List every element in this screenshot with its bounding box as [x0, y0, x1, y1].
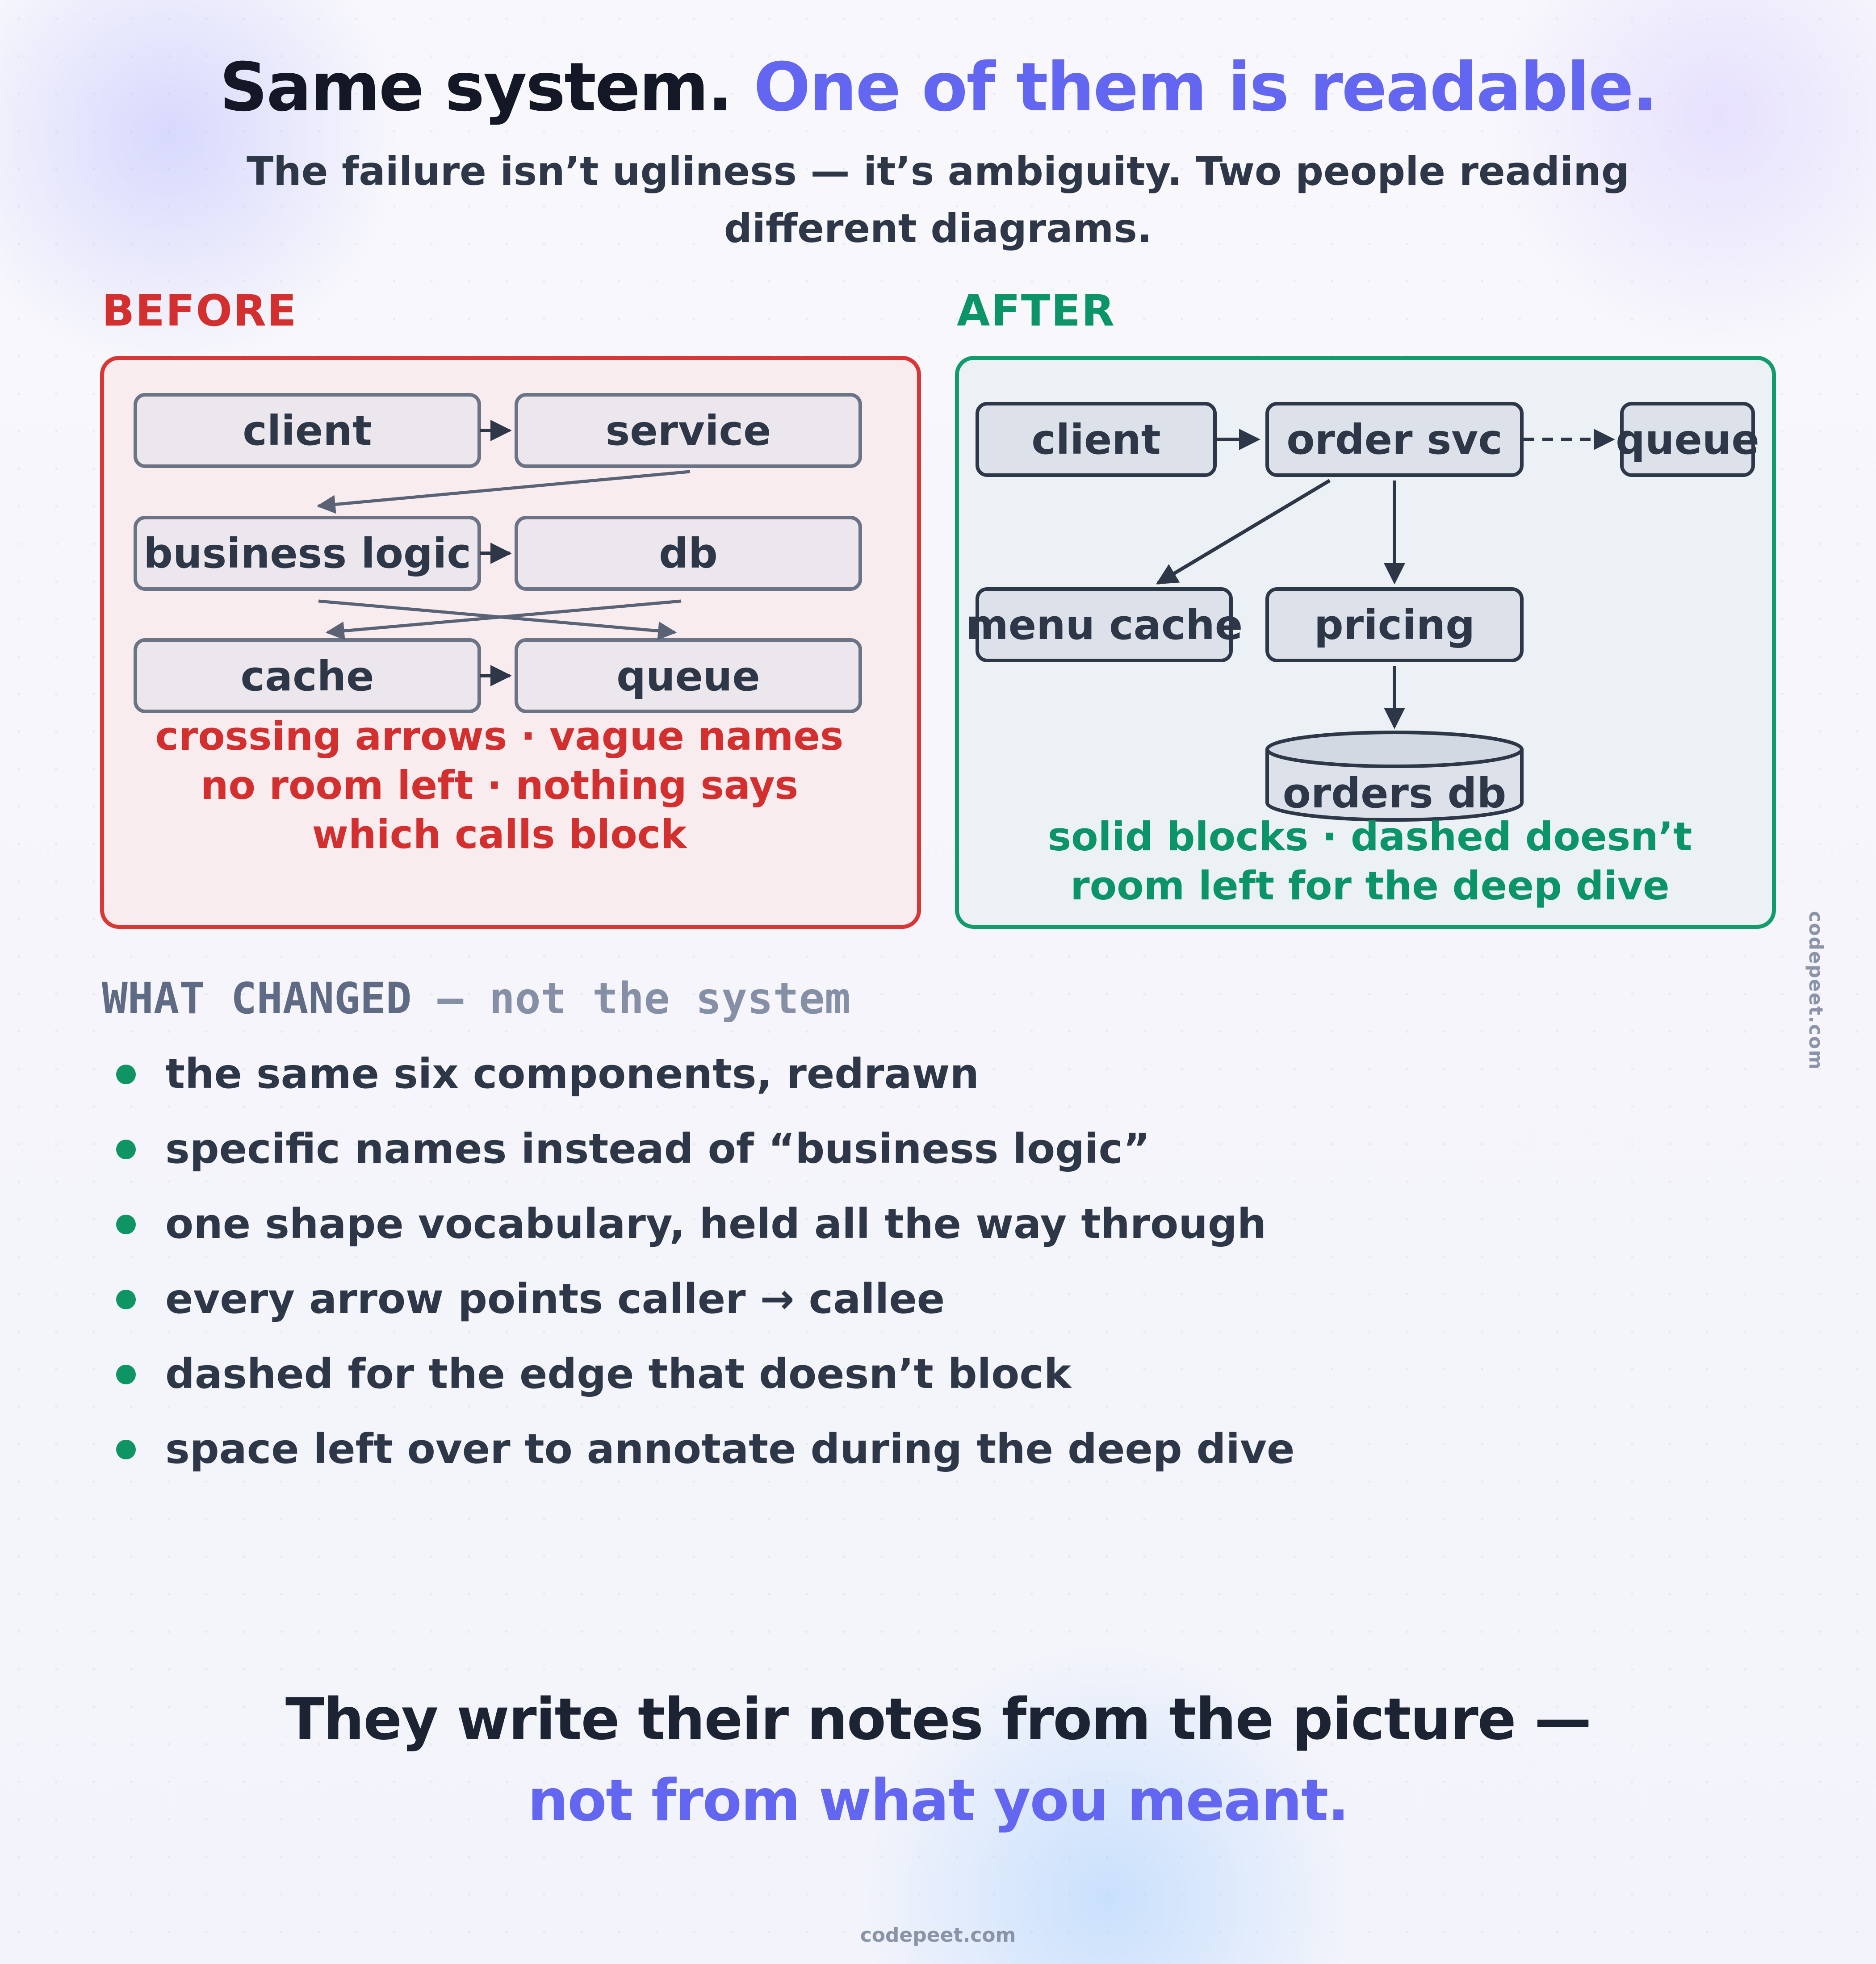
bullet-icon — [116, 1440, 136, 1459]
list-item: the same six components, redrawn — [112, 1045, 1294, 1120]
before-note-2: no room left · nothing says — [201, 762, 798, 808]
bullet-icon — [116, 1140, 136, 1159]
after-node-client-label: client — [1031, 416, 1160, 464]
title-part-2: One of them is readable. — [754, 49, 1658, 126]
before-label: BEFORE — [102, 286, 297, 336]
page-subtitle: The failure isn’t ugliness — it’s ambigu… — [247, 148, 1629, 251]
closing-statement: They write their notes from the picture … — [0, 1679, 1876, 1842]
after-node-orders-db: orders db — [1265, 731, 1524, 822]
before-node-db-label: db — [659, 530, 718, 577]
changes-heading: WHAT CHANGED — not the system — [102, 974, 850, 1024]
list-item-text: the same six components, redrawn — [165, 1050, 980, 1098]
before-note-3: which calls block — [312, 811, 688, 857]
after-panel: client order svc queue menu cache pricin… — [955, 356, 1776, 929]
list-item-text: every arrow points caller → callee — [165, 1275, 945, 1323]
before-panel: client service business logic db cache q… — [100, 356, 921, 929]
after-node-pricing: pricing — [1265, 587, 1524, 662]
after-node-orders-db-label: orders db — [1283, 769, 1507, 817]
before-node-service: service — [515, 393, 862, 468]
after-node-menu-cache: menu cache — [966, 587, 1243, 662]
after-label: AFTER — [957, 286, 1115, 336]
before-node-business-logic-label: business logic — [143, 530, 471, 577]
bullet-icon — [116, 1215, 136, 1234]
changes-heading-rest: — not the system — [411, 974, 851, 1024]
before-node-business-logic: business logic — [134, 516, 481, 591]
after-node-queue-label: queue — [1616, 416, 1759, 464]
before-node-db: db — [515, 516, 862, 591]
footer-site[interactable]: codepeet.com — [860, 1924, 1016, 1947]
closing-line-1: They write their notes from the picture … — [285, 1686, 1591, 1753]
after-node-queue: queue — [1616, 402, 1759, 477]
before-note-1: crossing arrows · vague names — [155, 713, 844, 759]
bullet-icon — [116, 1290, 136, 1309]
bullet-icon — [116, 1365, 136, 1384]
list-item: dashed for the edge that doesn’t block — [112, 1345, 1294, 1420]
before-node-client-label: client — [243, 407, 372, 455]
after-note-2: room left for the deep dive — [1070, 863, 1669, 909]
after-diagram: client order svc queue menu cache pricin… — [966, 402, 1759, 909]
changes-heading-main: WHAT CHANGED — [102, 974, 412, 1024]
side-watermark: codepeet.com — [1805, 911, 1827, 1070]
list-item-text: space left over to annotate during the d… — [165, 1425, 1295, 1473]
after-node-menu-cache-label: menu cache — [966, 601, 1243, 649]
list-item: every arrow points caller → callee — [112, 1270, 1294, 1345]
list-item-text: dashed for the edge that doesn’t block — [165, 1350, 1072, 1398]
before-node-queue: queue — [515, 638, 862, 713]
before-node-cache: cache — [134, 638, 481, 713]
list-item: one shape vocabulary, held all the way t… — [112, 1195, 1294, 1270]
list-item: specific names instead of “business logi… — [112, 1120, 1294, 1195]
page-title: Same system. One of them is readable. — [0, 49, 1876, 126]
bullet-icon — [116, 1065, 136, 1084]
before-node-service-label: service — [606, 407, 771, 455]
before-node-queue-label: queue — [616, 652, 760, 700]
before-arrow-service-logic — [316, 470, 691, 514]
changes-list: the same six components, redrawn specifi… — [112, 1045, 1294, 1495]
title-part-1: Same system. — [219, 49, 733, 126]
list-item: space left over to annotate during the d… — [112, 1420, 1294, 1495]
before-diagram: client service business logic db cache q… — [134, 393, 862, 857]
closing-line-2: not from what you meant. — [528, 1767, 1349, 1834]
before-node-cache-label: cache — [240, 652, 374, 700]
list-item-text: specific names instead of “business logi… — [165, 1125, 1150, 1173]
after-node-client: client — [976, 402, 1217, 477]
after-arrow-order-cache — [1156, 479, 1331, 585]
after-node-order-svc: order svc — [1265, 402, 1524, 477]
after-note-1: solid blocks · dashed doesn’t — [1048, 814, 1692, 860]
before-node-client: client — [134, 393, 481, 468]
before-arrow-cross-2 — [325, 599, 682, 640]
after-node-order-svc-label: order svc — [1286, 416, 1503, 464]
list-item-text: one shape vocabulary, held all the way t… — [165, 1200, 1267, 1248]
after-node-pricing-label: pricing — [1314, 601, 1475, 649]
